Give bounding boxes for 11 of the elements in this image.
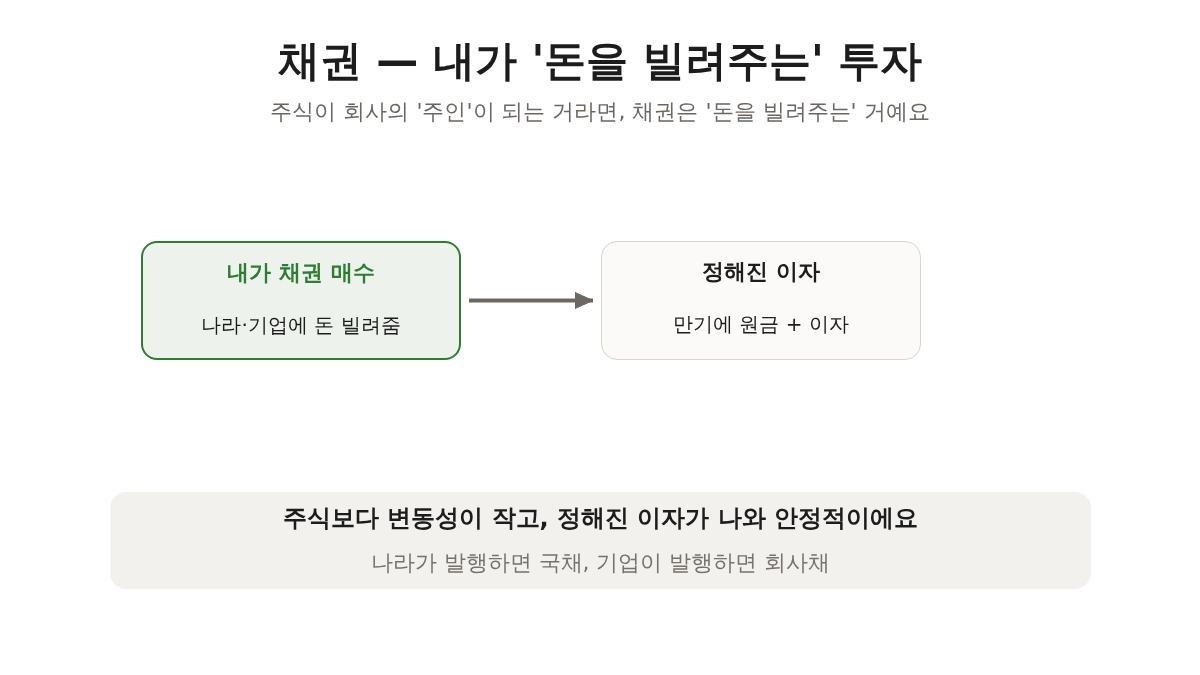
note-text: 나라가 발행하면 국채, 기업이 발행하면 회사채 xyxy=(370,549,831,577)
box-heading: 정해진 이자 xyxy=(702,258,820,286)
subtitle: 주식이 회사의 '주인'이 되는 거라면, 채권은 '돈을 빌려주는' 거예요 xyxy=(270,98,930,126)
title: 채권 — 내가 '돈을 빌려주는' 투자 xyxy=(277,35,923,87)
result-box xyxy=(601,241,921,360)
box-text: 나라·기업에 돈 빌려줌 xyxy=(201,312,401,339)
step-box xyxy=(141,241,461,360)
note-heading: 주식보다 변동성이 작고, 정해진 이자가 나와 안정적이에요 xyxy=(282,503,919,534)
box-text: 만기에 원금 + 이자 xyxy=(673,311,849,338)
arrow xyxy=(469,292,594,309)
box-heading: 내가 채권 매수 xyxy=(227,259,375,287)
